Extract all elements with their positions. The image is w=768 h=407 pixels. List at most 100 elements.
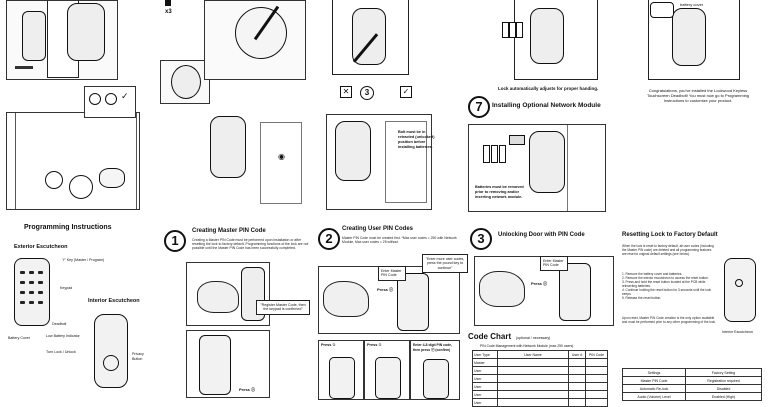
door-illustration [567,125,605,211]
user-number-cell[interactable] [568,366,586,375]
user-name-cell[interactable] [497,358,569,367]
code-chart-title: Code Chart [468,332,512,341]
key-icon [105,93,117,105]
user-number-cell[interactable] [568,374,586,383]
row-user-type: Master [472,358,498,367]
interior-escutcheon-illustration [724,258,756,322]
interior-label: Interior Escutcheon [88,298,140,304]
pin-code-cell[interactable] [585,374,608,383]
panel-bolt-retracted [326,114,432,210]
thumbturn-icon [103,355,119,371]
panel-door-edge [6,112,140,210]
table-row: Audio (Volume) Level Enabled (High) [622,392,762,401]
exterior-unit-illustration [22,11,46,61]
battery-icon [499,145,506,163]
network-title: Installing Optional Network Module [492,102,601,109]
interior-unit-illustration [672,8,706,66]
user-name-cell[interactable] [497,366,569,375]
battery-icon [502,22,509,38]
label-privacy: Privacy Button [132,352,144,361]
row-user-type: User [472,382,498,391]
reset-step: 2. Remove the interior escutcheon to acc… [622,276,709,280]
interior-unit-illustration [210,116,246,178]
bolt-note: Bolt must be in retracted (unlocked) pos… [398,130,435,149]
pin-code-cell[interactable] [585,382,608,391]
pin-code-cell[interactable] [585,390,608,399]
step2-press-4: Enter 4-8 digit PIN code, then press ⓨ (… [413,343,452,352]
table-row: User [472,390,608,399]
keypad-illustration [397,273,429,331]
battery-icon [516,22,523,38]
step2-press-3: Press ① [367,343,382,347]
step2-title: Creating User PIN Codes [342,226,414,232]
mount-plate-illustration [171,65,201,99]
check-box-icon: ✓ [400,86,412,98]
table-row: Settings Factory Setting [622,368,762,377]
door-illustration [260,122,302,204]
step2-description: Master PIN Code must be created first. *… [342,236,457,245]
table-row: User [472,374,608,383]
code-chart-table: User Type User Name User # PIN Code Mast… [472,350,608,407]
user-number-cell[interactable] [568,358,586,367]
interior-unit-illustration [335,121,371,181]
label-y-key: 'Y' Key (Master / Program) [62,258,105,262]
header-factory-setting: Factory Setting [685,368,762,377]
user-name-cell[interactable] [497,374,569,383]
reset-step: 4. Continue holding the reset button for… [622,288,712,296]
step1-title: Creating Master PIN Code [192,228,266,234]
user-name-cell[interactable] [497,382,569,391]
step2-frame-a: Press ① [318,340,364,400]
reset-step: 1. Remove the battery cover and batterie… [622,272,683,276]
battery-cover-illustration [650,2,674,18]
keypad-illustration [559,263,591,321]
interior-unit-illustration [530,8,564,64]
header-settings: Settings [622,368,686,377]
reset-step: 5. Release the reset button. [622,296,662,300]
keypad-illustration [423,359,449,399]
table-row: Automatic Re-lock Disabled [622,384,762,393]
reset-interior-label: Interior Escutcheon [722,330,753,334]
setting-name: Audio (Volume) Level [622,392,686,401]
step-number-2: 2 [318,228,340,250]
keypad-illustration [199,335,231,395]
panel-interior-exploded: ◉ [200,112,304,208]
step-number-3: 3 [470,228,492,250]
battery-icon [509,22,516,38]
pin-code-cell[interactable] [585,366,608,375]
header-user-name: User Name [497,350,569,359]
keypad-illustration [329,357,355,399]
setting-value: Registration required [685,376,762,385]
step3-bubble-enter: Enter Master PIN Code [540,256,568,271]
user-name-cell[interactable] [497,390,569,399]
panel-network-module: Batteries must be removed prior to remov… [468,124,606,212]
key-icon [89,93,101,105]
programming-title: Programming Instructions [24,224,112,231]
interior-escutcheon-illustration [94,314,128,388]
keypad-illustration [375,357,401,399]
reset-button-icon [735,279,743,287]
table-row: User [472,366,608,375]
user-number-cell[interactable] [568,382,586,391]
setting-name: Automatic Re-lock [622,384,686,393]
pin-code-cell[interactable] [585,358,608,367]
battery-icon [483,145,490,163]
row-user-type: User [472,390,498,399]
label-lock-unlock: Turn Lock / Unlock [46,350,76,354]
step1-frame-bottom: Press ⓨ [186,330,270,398]
row-user-type: User [472,374,498,383]
table-row: User [472,382,608,391]
screw-count-label: x3 [165,9,172,15]
reset-steps: 1. Remove the battery cover and batterie… [622,272,714,300]
rotate-step-number: 3 [360,86,374,100]
panel-attach-interior [322,0,422,80]
step1-description: Creating a Master PIN Code must be perfo… [192,238,309,251]
panel-key-inset: ✓ [84,86,136,118]
hole-icon [69,175,93,199]
step3-title: Unlocking Door with PIN Code [498,232,585,238]
step2-frame-c: Enter 4-8 digit PIN code, then press ⓨ (… [410,340,460,400]
network-module-icon [509,135,525,145]
step1-frame-top [186,262,270,326]
reset-title: Resetting Lock to Factory Default [622,232,718,238]
reset-step: 3. Press and hold the reset button locat… [622,280,706,288]
user-number-cell[interactable] [568,390,586,399]
